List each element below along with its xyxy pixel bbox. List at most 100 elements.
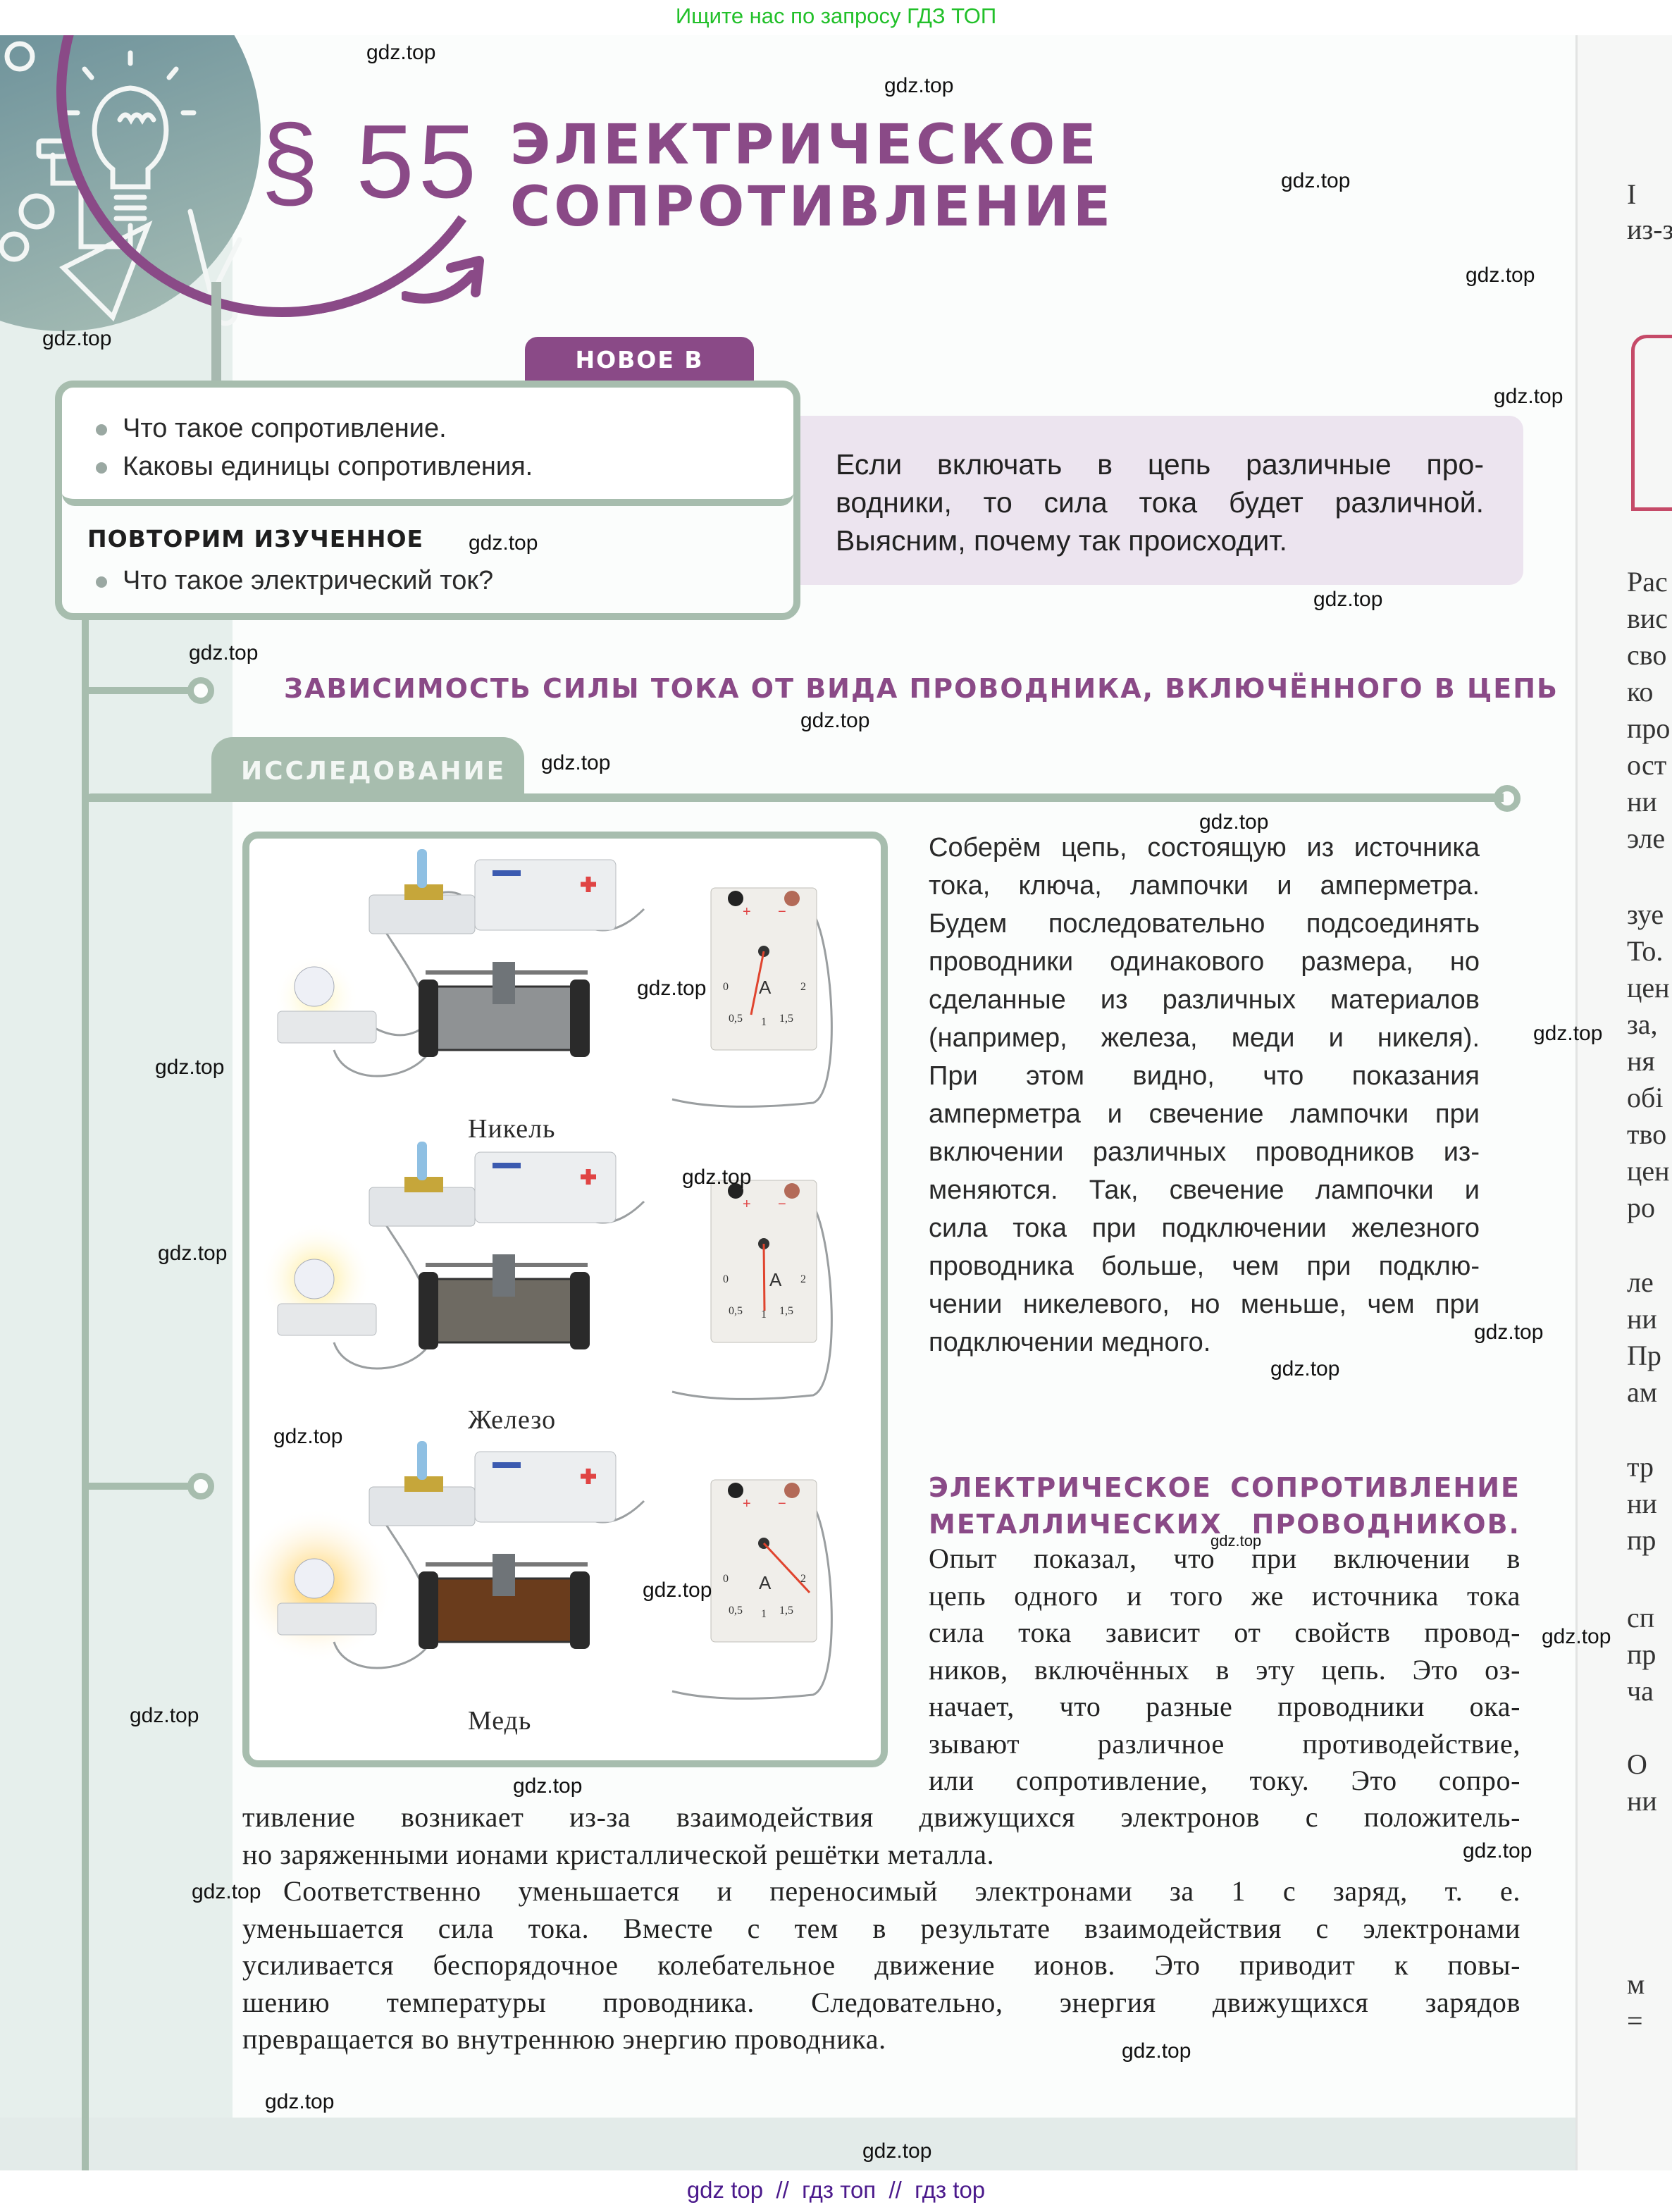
watermark: gdz.top xyxy=(273,1425,343,1448)
research-tab: ИССЛЕДОВАНИЕ xyxy=(211,737,524,796)
watermark: gdz.top xyxy=(884,74,954,97)
circuit-nickel: + − A 0 0,5 1 1,5 2 Никель xyxy=(249,846,881,1144)
circuit-iron: + − A 0 0,5 1 1,5 2 Железо xyxy=(249,1138,881,1435)
resistance-text-narrow: Опыт показал, что при включении в цепь о… xyxy=(929,1543,1521,1796)
circuit-illustration: + − A 0 0,5 1 1,5 2 xyxy=(260,1142,833,1400)
watermark: gdz.top xyxy=(189,641,259,665)
watermark: gdz.top xyxy=(643,1578,712,1602)
watermark: gdz.top xyxy=(1466,264,1535,287)
watermark: gdz.top xyxy=(800,709,870,732)
next-page-fragment: Рас xyxy=(1627,566,1668,598)
new-items-panel: Что такое сопротивление. Каковы единицы … xyxy=(62,388,793,506)
next-page-fragment: про xyxy=(1627,712,1671,744)
next-page-fragment: ча xyxy=(1627,1675,1654,1707)
timeline-line xyxy=(82,620,89,2170)
new-item: Каковы единицы сопротивления. xyxy=(96,451,533,482)
timeline-branch xyxy=(85,1483,190,1490)
svg-text:0: 0 xyxy=(723,1573,729,1585)
next-page-fragment: обі xyxy=(1627,1082,1664,1113)
next-page-red-frame xyxy=(1631,335,1672,511)
research-line xyxy=(85,793,1504,802)
watermark: gdz.top xyxy=(1122,2039,1191,2063)
resistance-paragraph-2: Соответственно уменьшается и переносимый… xyxy=(242,1875,1521,2055)
watermark: gdz.top xyxy=(1474,1321,1544,1344)
timeline-branch xyxy=(85,687,190,694)
svg-text:0: 0 xyxy=(723,981,729,993)
next-page-fragment: из-з xyxy=(1627,214,1672,245)
subsection-heading: ЭЛЕКТРИЧЕСКОЕ СОПРОТИВЛЕНИЕ МЕТАЛЛИЧЕСКИ… xyxy=(929,1472,1521,1540)
svg-text:1: 1 xyxy=(761,1608,767,1620)
next-page-fragment: О xyxy=(1627,1748,1647,1780)
circuit-copper: + − A 0 0,5 1 1,5 2 Медь xyxy=(239,1438,881,1736)
next-page-fragment: пр xyxy=(1627,1638,1656,1670)
circuit-label: Никель xyxy=(468,1114,556,1144)
review-title: ПОВТОРИМ ИЗУЧЕННОЕ xyxy=(87,525,424,552)
next-page-fragment: ня xyxy=(1627,1045,1655,1077)
watermark: gdz.top xyxy=(1542,1625,1611,1648)
watermark: gdz.top xyxy=(1270,1357,1340,1380)
watermark: gdz.top xyxy=(682,1166,752,1189)
lightbulb-gears-tools-icon xyxy=(0,41,242,326)
next-page-fragment: ни xyxy=(1627,1785,1657,1817)
timeline-node xyxy=(187,1473,214,1500)
watermark: gdz.top xyxy=(158,1242,228,1265)
section-heading: ЗАВИСИМОСТЬ СИЛЫ ТОКА ОТ ВИДА ПРОВОДНИКА… xyxy=(284,673,1559,704)
next-page-fragment: ко xyxy=(1627,676,1654,708)
page-bottom-band xyxy=(0,2118,1672,2170)
paragraph-number: § 55 xyxy=(261,104,481,220)
svg-text:−: − xyxy=(778,1496,786,1512)
circuit-label: Железо xyxy=(468,1405,557,1435)
svg-text:2: 2 xyxy=(800,981,806,993)
watermark: gdz.top xyxy=(1199,810,1269,834)
next-page-fragment: ро xyxy=(1627,1192,1655,1223)
svg-text:0,5: 0,5 xyxy=(729,1605,743,1617)
intro-text: Если включать в цепь различные про- водн… xyxy=(836,448,1484,557)
bullet-icon xyxy=(96,424,107,435)
watermark: gdz.top xyxy=(265,2090,335,2113)
next-page-fragment: цен xyxy=(1627,1155,1670,1187)
next-page-fragment: м xyxy=(1627,1968,1645,2000)
promo-banner-bottom[interactable]: gdz top // гдз топ // гдз top xyxy=(686,2177,986,2203)
watermark: gdz.top xyxy=(1494,385,1563,408)
svg-text:0,5: 0,5 xyxy=(729,1013,743,1025)
timeline-node xyxy=(187,677,214,704)
bullet-icon xyxy=(96,576,107,588)
watermark: gdz.top xyxy=(541,751,611,774)
watermark: gdz.top xyxy=(862,2139,932,2163)
next-page-fragment: ост xyxy=(1627,749,1667,781)
watermark: gdz.top xyxy=(1533,1022,1603,1045)
next-page-fragment: зуе xyxy=(1627,898,1664,930)
circuit-illustration: + − A 0 0,5 1 1,5 2 xyxy=(274,849,833,1108)
svg-text:A: A xyxy=(769,1269,782,1290)
watermark: gdz.top xyxy=(637,977,707,1000)
resistance-text-wide: тивление возникает из-за взаимодействия … xyxy=(242,1801,1521,1870)
new-item: Что такое сопротивление. xyxy=(96,413,447,444)
next-page-fragment: тр xyxy=(1627,1451,1654,1483)
watermark: gdz.top xyxy=(155,1056,225,1079)
svg-text:+: + xyxy=(743,904,751,920)
next-page-fragment: ни xyxy=(1627,1303,1657,1335)
watermark: gdz.top xyxy=(1313,588,1383,611)
svg-text:+: + xyxy=(743,1496,751,1512)
next-page-fragment: за, xyxy=(1627,1008,1658,1040)
next-page-fragment: ни xyxy=(1627,786,1657,817)
circuit-figure: + − A 0 0,5 1 1,5 2 Никель xyxy=(239,832,888,1767)
circuit-label: Медь xyxy=(468,1706,532,1736)
svg-text:1: 1 xyxy=(761,1309,767,1321)
svg-text:2: 2 xyxy=(800,1573,806,1585)
arrow-right-icon xyxy=(402,256,484,304)
next-page-fragment: тво xyxy=(1627,1118,1667,1150)
bullet-icon xyxy=(96,462,107,474)
next-page-fragment: цен xyxy=(1627,972,1670,1003)
promo-banner-top[interactable]: Ищите нас по запросу ГДЗ ТОП xyxy=(0,0,1672,35)
circuit-illustration: + − A 0 0,5 1 1,5 2 xyxy=(239,1441,833,1700)
header-graphic xyxy=(0,35,535,430)
watermark: gdz.top xyxy=(366,41,436,64)
experiment-text: Соберём цепь, состоящую из источника ток… xyxy=(929,833,1480,1357)
svg-text:−: − xyxy=(778,1197,786,1212)
svg-text:−: − xyxy=(778,904,786,920)
svg-text:+: + xyxy=(743,1197,751,1212)
next-page-fragment: ни xyxy=(1627,1488,1657,1519)
review-item: Что такое электрический ток? xyxy=(96,565,493,596)
